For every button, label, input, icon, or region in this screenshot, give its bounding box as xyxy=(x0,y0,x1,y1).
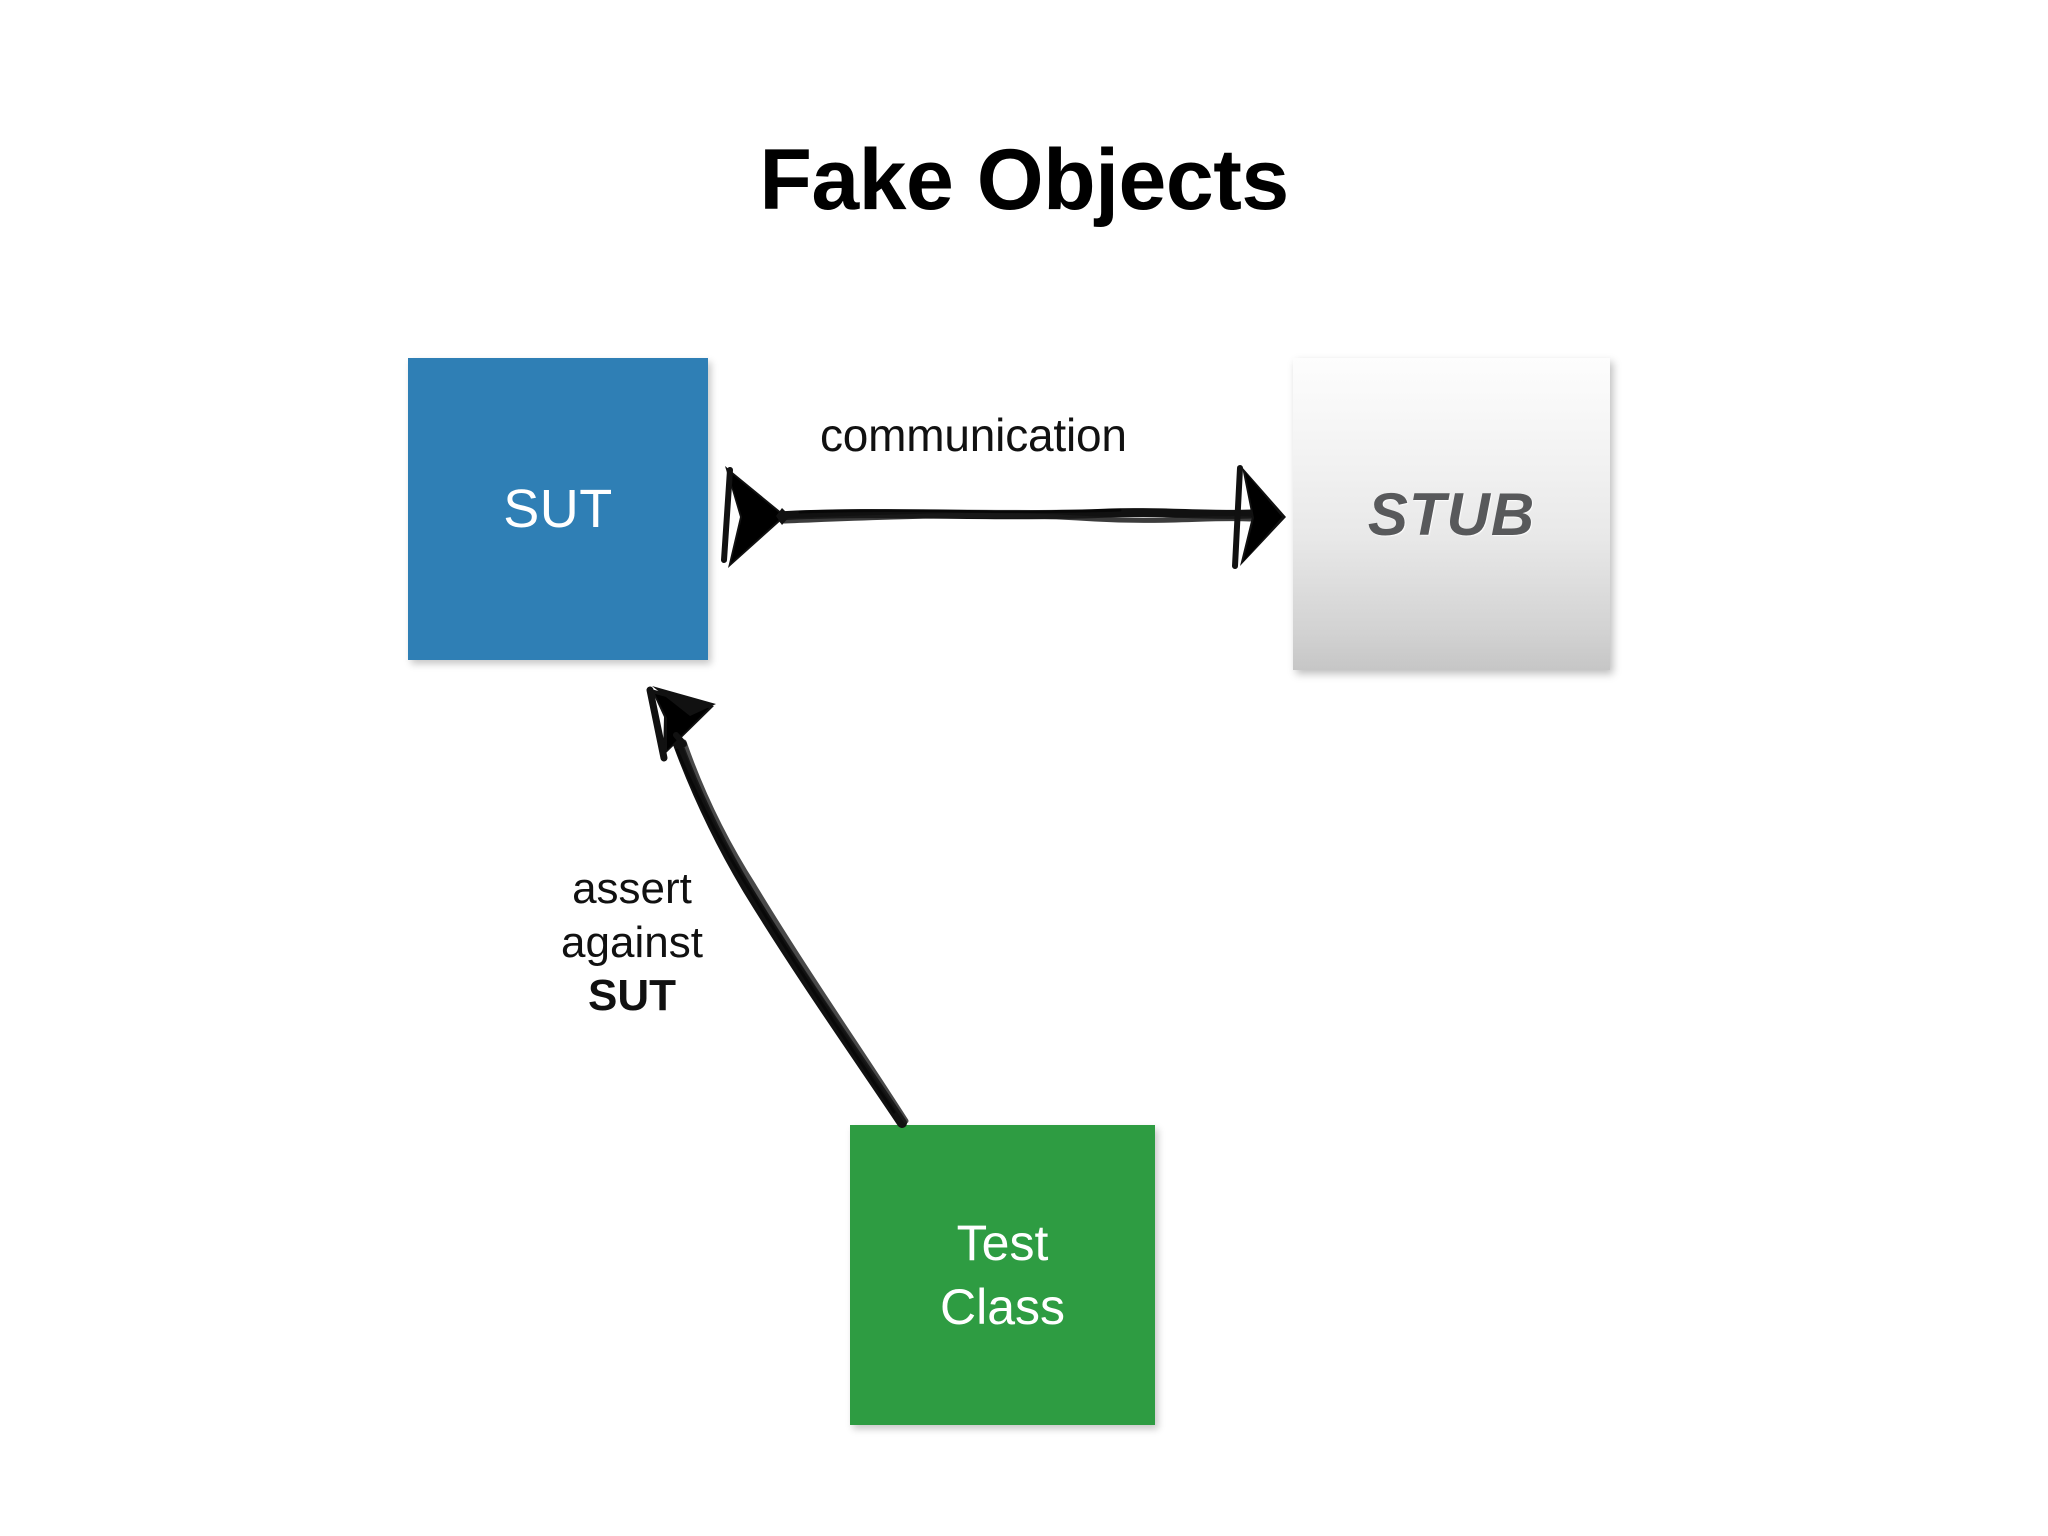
assert-line-3: SUT xyxy=(588,971,676,1021)
arrow-communication xyxy=(721,465,1286,569)
arrowhead-assert xyxy=(646,686,716,762)
node-test-class[interactable]: Test Class xyxy=(850,1125,1155,1425)
arrowhead-right xyxy=(1232,465,1286,569)
node-stub-label: STUB xyxy=(1367,480,1536,548)
assert-line-1: assert xyxy=(572,864,692,913)
assert-line-2: against xyxy=(561,917,703,967)
page-title: Fake Objects xyxy=(759,132,1289,228)
edge-label-communication: communication xyxy=(820,409,1127,461)
edge-label-assert-against-sut: assert against SUT xyxy=(540,862,724,1023)
node-test-class-label-line2: Class xyxy=(939,1279,1066,1335)
node-sut-label: SUT xyxy=(503,478,613,539)
node-test-class-label-line1: Test xyxy=(956,1215,1049,1271)
node-sut[interactable]: SUT xyxy=(408,358,708,660)
arrowhead-left xyxy=(721,466,790,568)
node-test-class-label: Test Class xyxy=(940,1211,1065,1339)
node-stub[interactable]: STUB xyxy=(1293,358,1610,670)
